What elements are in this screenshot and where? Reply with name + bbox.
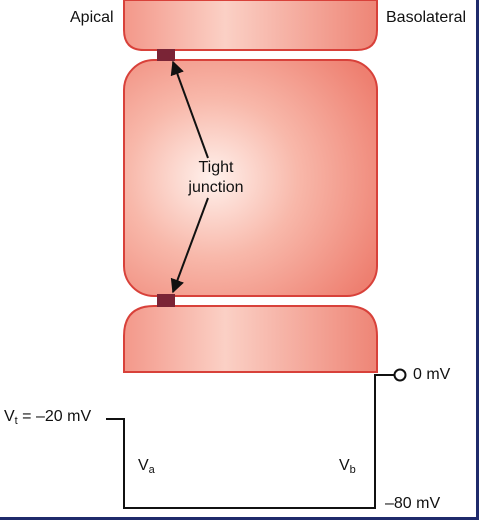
middle-cell [123, 59, 378, 297]
arrow-to-bottom-junction [170, 197, 209, 294]
tight-junction-label: Tight junction [184, 158, 248, 198]
potential-profile-line [106, 374, 395, 509]
vt-symbol: V [4, 408, 15, 425]
bottom-cell [123, 305, 378, 373]
va-subscript: a [148, 464, 155, 476]
tight-junction-label-line1: Tight [198, 159, 234, 176]
vt-value: = –20 mV [17, 408, 92, 425]
tight-junction-top [157, 49, 175, 61]
zero-mv-terminal [393, 368, 407, 382]
tight-junction-label-line2: junction [188, 179, 244, 196]
tight-junction-bottom [157, 294, 175, 307]
va-symbol: V [138, 457, 149, 474]
zero-mv-label: 0 mV [413, 366, 451, 383]
frame-border-bottom [0, 517, 479, 520]
minus-80-mv-label: –80 mV [385, 495, 441, 512]
va-label: Va [138, 458, 155, 476]
vb-symbol: V [339, 457, 350, 474]
arrow-to-top-junction [170, 60, 209, 159]
vb-subscript: b [349, 464, 356, 476]
apical-label: Apical [70, 9, 114, 26]
vt-label: Vt = –20 mV [4, 409, 91, 427]
top-cell [123, 0, 378, 51]
vb-label: Vb [339, 458, 356, 476]
frame-border-right [476, 0, 479, 520]
vt-subscript: t [14, 415, 18, 427]
basolateral-label: Basolateral [386, 9, 467, 26]
